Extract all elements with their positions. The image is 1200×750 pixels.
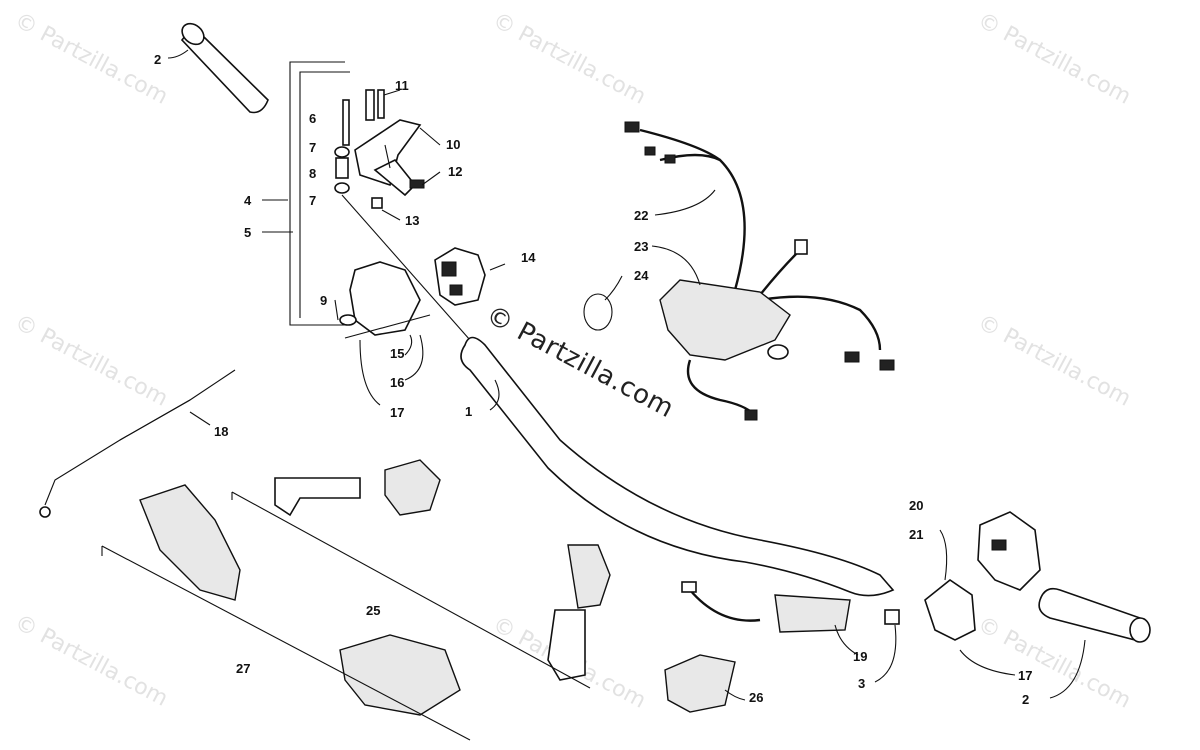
callout-8: 8 [309,166,317,181]
callout-14: 14 [521,250,536,265]
callout-17-right: 17 [1018,668,1033,683]
callout-9: 9 [320,293,328,308]
callout-24: 24 [634,268,649,283]
callout-25: 25 [366,603,381,618]
callout-1: 1 [465,404,473,419]
callout-15: 15 [390,346,405,361]
callout-7-bottom: 7 [309,193,317,208]
callout-7-top: 7 [309,140,317,155]
left-grip [180,22,269,114]
callout-19: 19 [853,649,868,664]
callout-18: 18 [214,424,229,439]
callout-11: 11 [395,78,409,93]
callout-3: 3 [858,676,866,691]
callout-21: 21 [909,527,924,542]
callout-5: 5 [244,225,252,240]
callout-4: 4 [244,193,252,208]
callout-13: 13 [405,213,420,228]
callout-10: 10 [446,137,461,152]
callout-2-left: 2 [154,52,162,67]
callout-6: 6 [309,111,317,126]
callout-17-left: 17 [390,405,405,420]
callout-12: 12 [448,164,463,179]
callout-22: 22 [634,208,649,223]
callout-27: 27 [236,661,251,676]
callout-20: 20 [909,498,924,513]
callout-23: 23 [634,239,649,254]
callout-26: 26 [749,690,764,705]
callout-16: 16 [390,375,405,390]
callout-2-right: 2 [1022,692,1030,707]
